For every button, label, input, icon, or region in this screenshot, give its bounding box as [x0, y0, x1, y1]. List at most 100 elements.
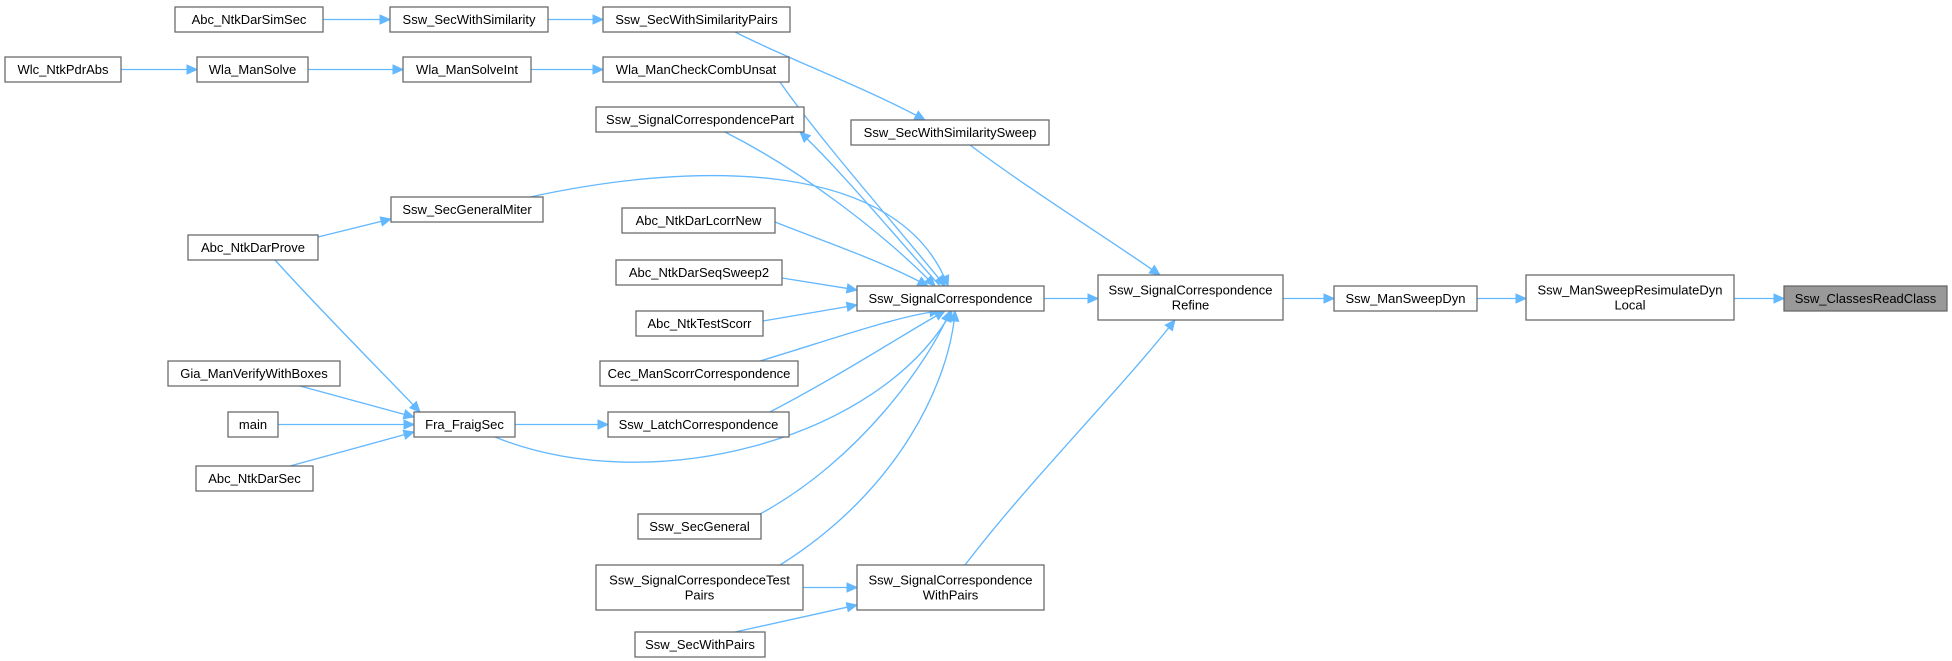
node-ssw_classesreadclass[interactable]: Ssw_ClassesReadClass — [1783, 285, 1948, 312]
node-abc_ntkdarsimsec[interactable]: Abc_NtkDarSimSec — [174, 6, 324, 33]
node-ssw_secgeneralmiter[interactable]: Ssw_SecGeneralMiter — [390, 196, 544, 223]
edge-arrowhead — [845, 283, 859, 294]
node-box[interactable] — [227, 411, 279, 438]
node-box[interactable] — [174, 6, 324, 33]
node-wla_mansolveint[interactable]: Wla_ManSolveInt — [402, 56, 532, 83]
edge-line — [299, 385, 406, 416]
node-box[interactable] — [1333, 285, 1478, 312]
edge-ssw_signalcorrespondencepart-to-ssw_signalcorrespondence — [724, 131, 936, 287]
edge-arrowhead — [941, 309, 951, 323]
node-ssw_secgeneral[interactable]: Ssw_SecGeneral — [637, 513, 762, 540]
node-box[interactable] — [402, 56, 532, 83]
node-ssw_secwithsimilaritysweep[interactable]: Ssw_SecWithSimilaritySweep — [850, 119, 1050, 146]
node-abc_ntkdarlcorrnew[interactable]: Abc_NtkDarLcorrNew — [621, 207, 776, 234]
edge-arrowhead — [1773, 293, 1786, 304]
edge-arrowhead — [392, 64, 405, 75]
node-box[interactable] — [621, 207, 776, 234]
node-box[interactable] — [637, 513, 762, 540]
node-box[interactable] — [634, 631, 766, 658]
node-label: Ssw_ManSweepDyn — [1346, 291, 1466, 306]
node-box[interactable] — [195, 465, 314, 492]
node-fra_fraigsec[interactable]: Fra_FraigSec — [413, 411, 516, 438]
node-ssw_signalcorrespondence[interactable]: Ssw_SignalCorrespondence — [856, 285, 1045, 312]
edge-arrowhead — [408, 400, 421, 413]
node-box[interactable] — [635, 310, 764, 337]
node-box[interactable] — [615, 259, 783, 286]
node-box[interactable] — [599, 360, 799, 387]
node-ssw_secwithsimilaritypairs[interactable]: Ssw_SecWithSimilarityPairs — [602, 6, 791, 33]
edge-arrowhead — [1515, 293, 1528, 304]
node-label: Wla_ManSolve — [209, 62, 296, 77]
node-wla_mansolve[interactable]: Wla_ManSolve — [196, 56, 309, 83]
node-label: Ssw_LatchCorrespondence — [619, 417, 779, 432]
edge-arrowhead — [592, 14, 605, 25]
node-box[interactable] — [4, 56, 122, 83]
edge-line — [799, 131, 941, 287]
node-box[interactable] — [595, 564, 804, 611]
node-label: Ssw_SignalCorrespondeceTest — [609, 573, 790, 588]
node-abc_ntktestscorr[interactable]: Abc_NtkTestScorr — [635, 310, 764, 337]
edge-line — [969, 144, 1161, 276]
node-box[interactable] — [602, 6, 791, 33]
node-ssw_secwithpairs[interactable]: Ssw_SecWithPairs — [634, 631, 766, 658]
edge-ssw_signalcorrespondence-to-ssw_signalcorrespondencerefine — [1044, 293, 1100, 304]
node-box[interactable] — [856, 564, 1045, 611]
node-box[interactable] — [389, 6, 549, 33]
edge-arrowhead — [913, 110, 927, 121]
edge-arrowhead — [402, 409, 416, 420]
node-cec_manscorrcorrespondence[interactable]: Cec_ManScorrCorrespondence — [599, 360, 799, 387]
node-box[interactable] — [196, 56, 309, 83]
edge-arrowhead — [939, 274, 950, 288]
node-box[interactable] — [390, 196, 544, 223]
edge-line — [769, 310, 946, 413]
node-label: main — [239, 417, 267, 432]
node-label: Ssw_ManSweepResimulateDyn — [1538, 283, 1723, 298]
edge-ssw_signalcorrespondencewithpairs-to-ssw_signalcorrespondencerefine — [964, 319, 1176, 566]
node-box[interactable] — [595, 106, 805, 133]
node-box[interactable] — [607, 411, 790, 438]
edge-ssw_signalcorrespondecetestpairs-to-ssw_signalcorrespondencewithpairs — [803, 582, 859, 593]
node-main[interactable]: main — [227, 411, 279, 438]
node-gia_manverifywithboxes[interactable]: Gia_ManVerifyWithBoxes — [167, 360, 341, 387]
node-box[interactable] — [1525, 274, 1735, 321]
node-label: Ssw_SignalCorrespondencePart — [606, 112, 794, 127]
node-box[interactable] — [413, 411, 516, 438]
node-abc_ntkdarprove[interactable]: Abc_NtkDarProve — [187, 234, 319, 261]
node-label: Ssw_SecWithSimilaritySweep — [864, 125, 1037, 140]
node-ssw_signalcorrespondencepart[interactable]: Ssw_SignalCorrespondencePart — [595, 106, 805, 133]
edge-arrowhead — [845, 602, 859, 613]
edge-abc_ntkdarprove-to-ssw_secgeneralmiter — [317, 216, 393, 238]
edge-line — [774, 221, 929, 287]
node-abc_ntkdarseqsweep2[interactable]: Abc_NtkDarSeqSweep2 — [615, 259, 783, 286]
node-box[interactable] — [850, 119, 1050, 146]
node-box[interactable] — [856, 285, 1045, 312]
node-box[interactable] — [1783, 285, 1948, 312]
node-box[interactable] — [187, 234, 319, 261]
node-wlc_ntkpdrabs[interactable]: Wlc_NtkPdrAbs — [4, 56, 122, 83]
node-box[interactable] — [167, 360, 341, 387]
node-label: WithPairs — [923, 588, 979, 603]
edge-arrowhead — [592, 64, 605, 75]
edge-line — [734, 31, 926, 121]
node-abc_ntkdarsec[interactable]: Abc_NtkDarSec — [195, 465, 314, 492]
edge-ssw_signalcorrespondence-to-ssw_signalcorrespondencepart — [799, 131, 941, 287]
node-ssw_mansweepdyn[interactable]: Ssw_ManSweepDyn — [1333, 285, 1478, 312]
node-ssw_secwithsimilarity[interactable]: Ssw_SecWithSimilarity — [389, 6, 549, 33]
node-box[interactable] — [1097, 274, 1284, 321]
node-wla_mancheckcombunsat[interactable]: Wla_ManCheckCombUnsat — [602, 56, 790, 83]
node-label: Abc_NtkTestScorr — [647, 316, 752, 331]
edge-wla_mansolve-to-wla_mansolveint — [308, 64, 405, 75]
node-ssw_latchcorrespondence[interactable]: Ssw_LatchCorrespondence — [607, 411, 790, 438]
edge-ssw_signalcorrespondecetestpairs-to-ssw_signalcorrespondence — [779, 309, 960, 566]
node-label: Wla_ManCheckCombUnsat — [616, 62, 777, 77]
node-label: Fra_FraigSec — [425, 417, 504, 432]
node-label: Wla_ManSolveInt — [416, 62, 518, 77]
edge-wla_mansolveint-to-wla_mancheckcombunsat — [531, 64, 605, 75]
node-box[interactable] — [602, 56, 790, 83]
edge-arrowhead — [379, 14, 392, 25]
edge-ssw_secgeneralmiter-to-ssw_signalcorrespondence — [529, 174, 950, 288]
